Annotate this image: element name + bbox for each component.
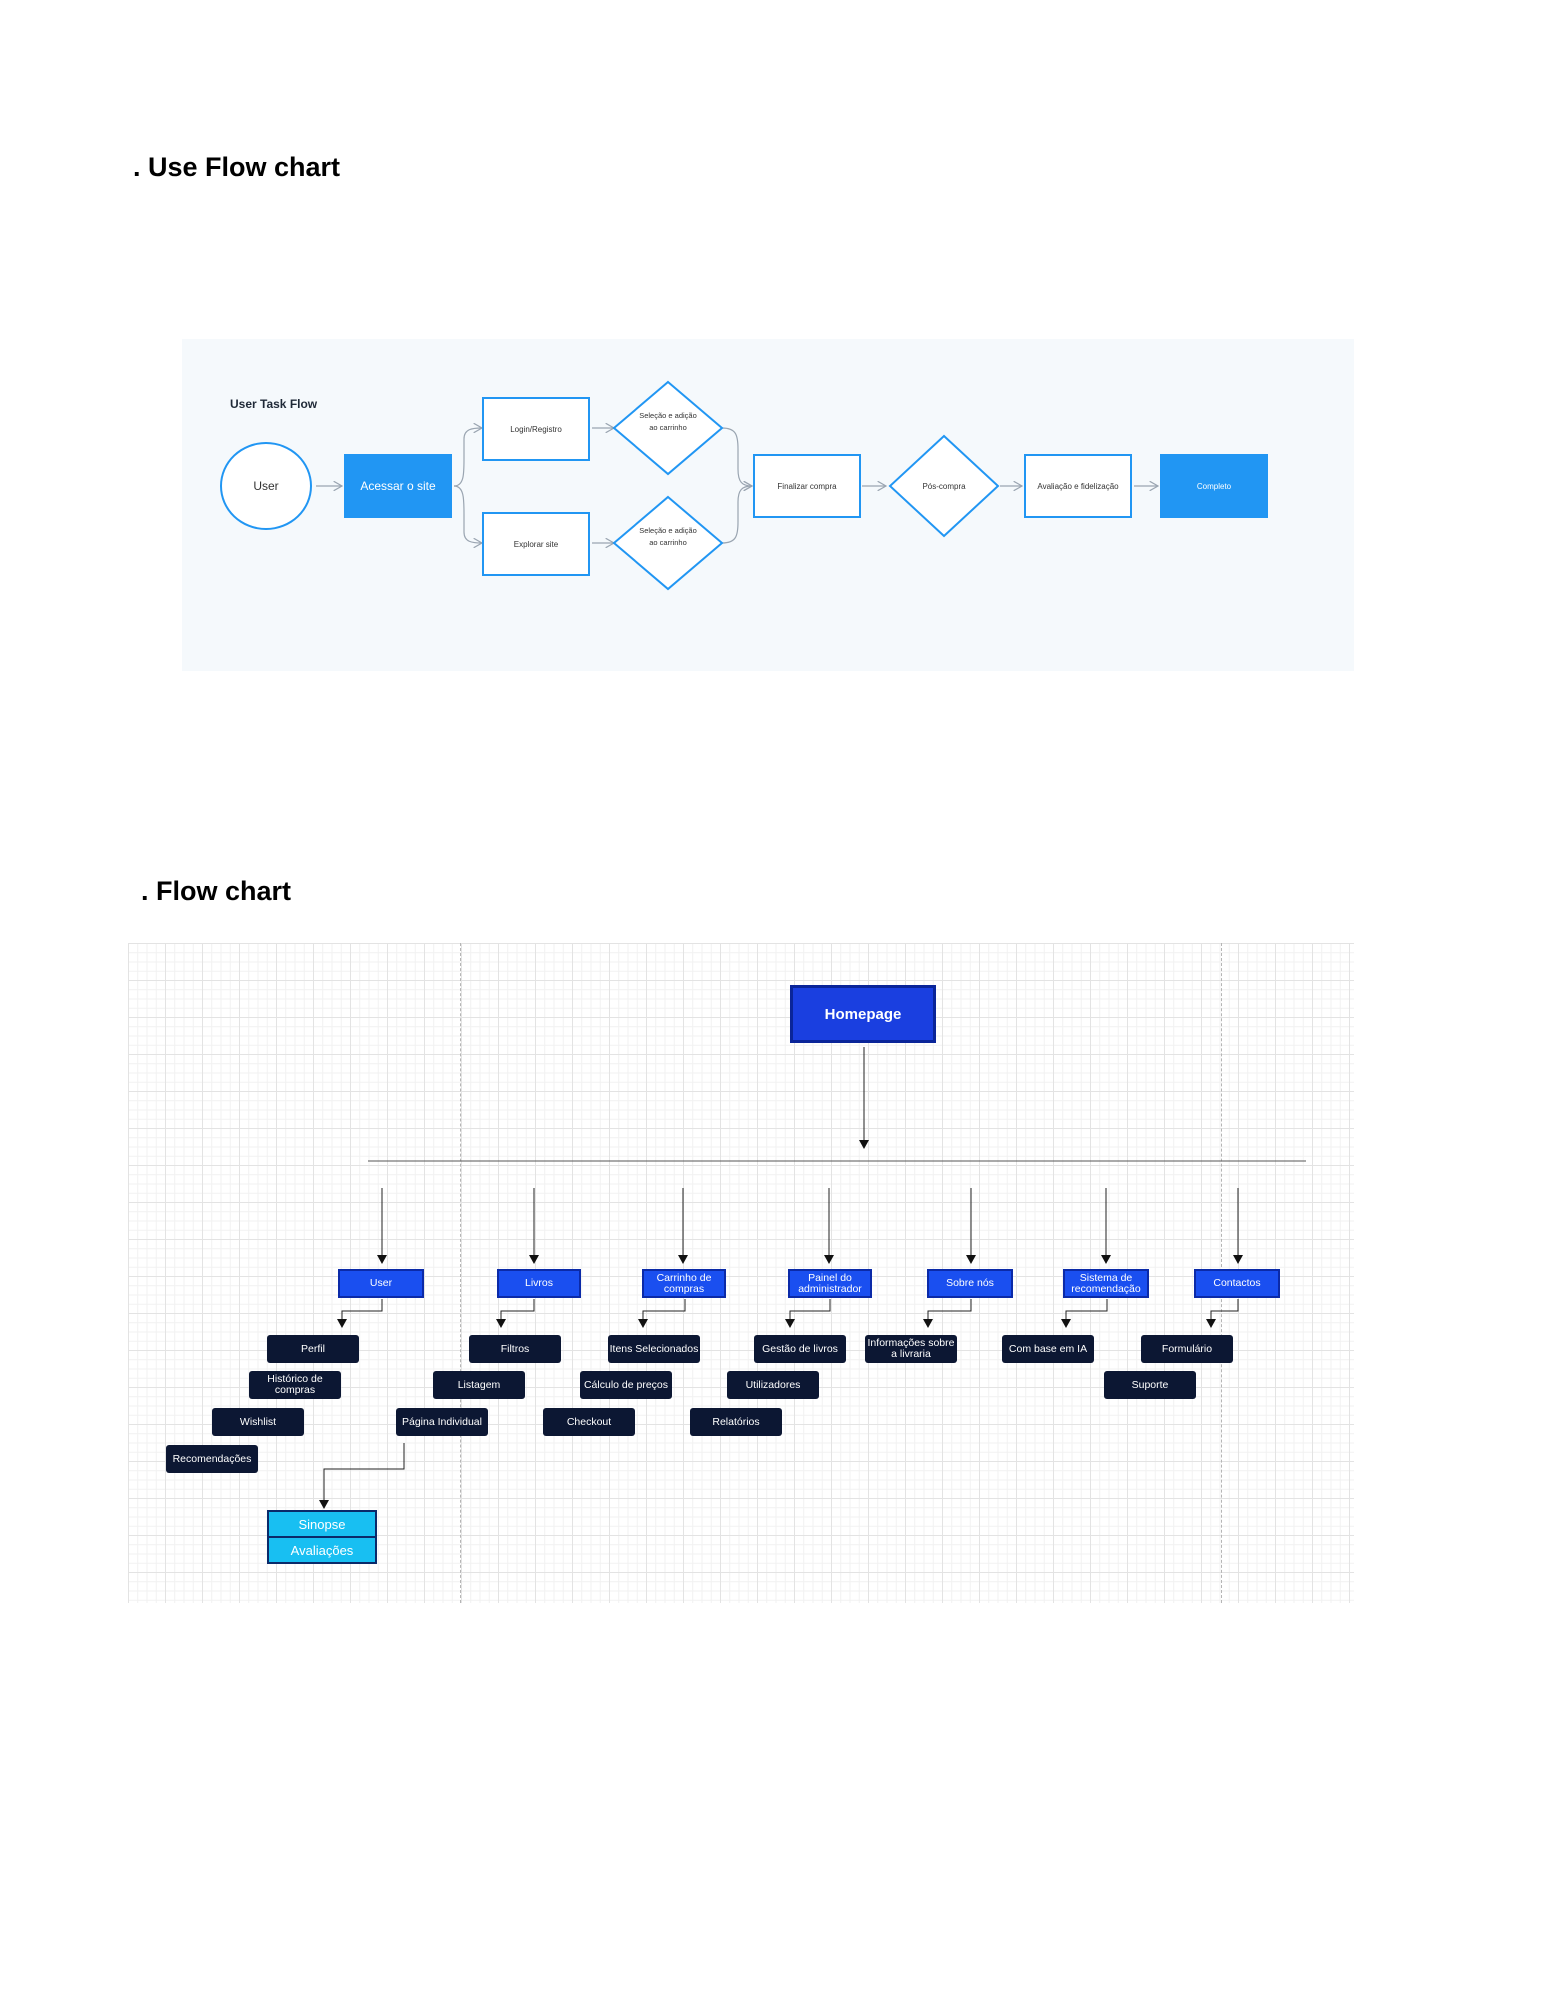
guide-line: [460, 943, 461, 1603]
arrow-access-explore: [453, 485, 482, 543]
category-carrinho: Carrinho de compras: [642, 1269, 726, 1298]
sub-listagem: Listagem: [433, 1371, 525, 1399]
task-flow-title: User Task Flow: [230, 397, 318, 411]
arrow-select-top-checkout: [721, 427, 752, 486]
arrow-select-bottom-checkout: [721, 486, 752, 544]
sub-relatorios: Relatórios: [690, 1408, 782, 1436]
node-post-purchase-label: Pós-compra: [922, 481, 966, 491]
arrow-user-sub: [337, 1299, 383, 1328]
node-select-top-label: Seleção e adição ao carrinho: [639, 411, 697, 432]
sub-wishlist: Wishlist: [212, 1408, 304, 1436]
homepage-node: Homepage: [790, 985, 936, 1043]
sub-filtros: Filtros: [469, 1335, 561, 1363]
decision-diamond-top: [612, 380, 724, 476]
sub-historico-compras: Histórico de compras: [249, 1371, 341, 1399]
category-user: User: [338, 1269, 424, 1298]
node-explore-site: Explorar site: [482, 512, 590, 576]
sub-formulario: Formulário: [1141, 1335, 1233, 1363]
arrow-carrinho-sub: [638, 1299, 686, 1328]
category-livros: Livros: [497, 1269, 581, 1298]
arrow-contactos-sub: [1206, 1299, 1239, 1328]
site-map-diagram: Homepage User Livros Carrinho de compras…: [128, 943, 1354, 1603]
user-task-flow-diagram: User Task Flow User Acessar o site Login…: [182, 339, 1354, 671]
sub-suporte: Suporte: [1104, 1371, 1196, 1399]
arrow-access-login: [453, 428, 482, 487]
category-sistema-recomendacao: Sistema de recomendação: [1063, 1269, 1149, 1298]
sub-perfil: Perfil: [267, 1335, 359, 1363]
node-login-register: Login/Registro: [482, 397, 590, 461]
sub-com-base-ia: Com base em IA: [1002, 1335, 1094, 1363]
node-user: User: [220, 442, 312, 530]
sub-checkout: Checkout: [543, 1408, 635, 1436]
leaf-sinopse: Sinopse: [267, 1510, 377, 1538]
leaf-avaliacoes: Avaliações: [267, 1536, 377, 1564]
task-flow-connectors: [316, 380, 1354, 591]
sub-calculo-precos: Cálculo de preços: [580, 1371, 672, 1399]
arrow-painel-sub: [785, 1299, 831, 1328]
category-painel-admin: Painel do administrador: [788, 1269, 872, 1298]
arrow-sistema-sub: [1061, 1299, 1108, 1328]
sub-recomendacoes: Recomendações: [166, 1445, 258, 1473]
decision-diamond-bottom: [612, 495, 724, 591]
node-review-loyalty: Avaliação e fidelização: [1024, 454, 1132, 518]
sub-informacoes-livraria: Informações sobre a livraria: [865, 1335, 957, 1363]
decision-diamond-post: [888, 434, 1000, 538]
sub-gestao-livros: Gestão de livros: [754, 1335, 846, 1363]
node-checkout: Finalizar compra: [753, 454, 861, 518]
arrow-livros-sub: [496, 1299, 535, 1328]
sub-pagina-individual: Página Individual: [396, 1408, 488, 1436]
arrow-sobre-sub: [923, 1299, 972, 1328]
flow-chart-heading: . Flow chart: [141, 876, 292, 906]
arrow-page-detail: [319, 1443, 405, 1509]
category-sobre-nos: Sobre nós: [927, 1269, 1013, 1298]
node-complete: Completo: [1160, 454, 1268, 518]
site-map-connectors: [319, 1047, 1306, 1509]
node-access-site: Acessar o site: [344, 454, 452, 518]
sub-itens-selecionados: Itens Selecionados: [608, 1335, 700, 1363]
node-select-bottom-label: Seleção e adição ao carrinho: [639, 526, 697, 547]
category-contactos: Contactos: [1194, 1269, 1280, 1298]
use-flow-heading: . Use Flow chart: [133, 152, 341, 182]
sub-utilizadores: Utilizadores: [727, 1371, 819, 1399]
